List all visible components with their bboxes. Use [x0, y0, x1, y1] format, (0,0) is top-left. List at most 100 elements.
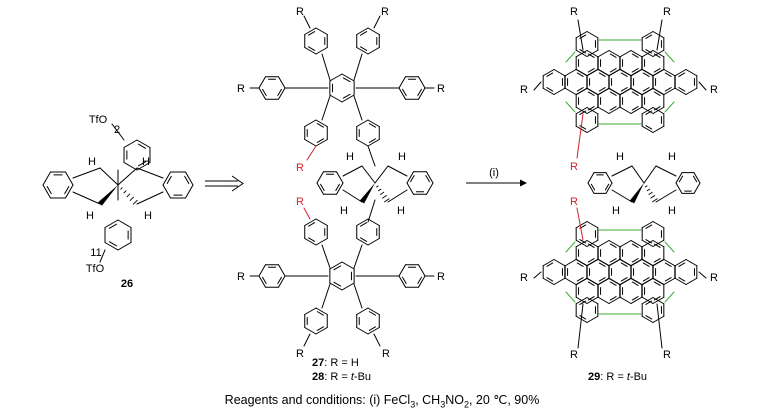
- bond: [604, 183, 610, 191]
- bond: [353, 283, 363, 309]
- bond: [586, 297, 599, 305]
- bond: [564, 277, 577, 285]
- locant-11-label: 11: [90, 247, 101, 259]
- bond: [586, 107, 599, 115]
- bond: [608, 50, 621, 58]
- bond: [341, 282, 355, 291]
- bond: [368, 123, 376, 128]
- bond: [576, 113, 584, 159]
- bond: [360, 31, 368, 36]
- bond: [598, 72, 606, 77]
- bond: [162, 171, 171, 186]
- bond: [645, 49, 653, 54]
- wedge-bond: [98, 185, 118, 206]
- bond: [586, 68, 599, 76]
- bond: [674, 87, 687, 95]
- bond: [620, 262, 628, 267]
- bond: [642, 262, 650, 267]
- bond: [277, 88, 282, 96]
- bond: [417, 276, 422, 284]
- r-group-label-highlight: R: [296, 196, 304, 208]
- bond: [308, 222, 316, 227]
- bond: [579, 110, 587, 115]
- new-cc-bond: [565, 51, 576, 63]
- peripheral-ring: [575, 221, 599, 247]
- peripheral-ring: [575, 107, 599, 133]
- bond: [645, 34, 653, 39]
- compound-26-label: 26: [121, 278, 133, 290]
- bond: [136, 167, 164, 179]
- bond: [329, 261, 343, 270]
- bond: [597, 240, 610, 248]
- bond: [619, 106, 632, 114]
- bond: [579, 300, 587, 305]
- bond: [542, 277, 555, 285]
- bond: [426, 182, 434, 195]
- reaction-arrow: (i): [466, 167, 527, 187]
- r-group-label: R: [237, 83, 245, 95]
- aryl-ring: [258, 76, 286, 100]
- aryl-ring: [356, 119, 380, 147]
- bond: [360, 222, 368, 227]
- hydrogen-label: H: [616, 151, 624, 163]
- bond: [630, 258, 643, 266]
- bond: [652, 69, 665, 77]
- bond: [316, 138, 324, 143]
- bond: [586, 88, 599, 96]
- tfo-top-label: TfO: [89, 114, 108, 126]
- bond: [630, 88, 643, 96]
- hash-stroke: [378, 188, 382, 192]
- r-group-label: R: [520, 84, 528, 96]
- bond: [553, 87, 566, 95]
- hash-stroke: [650, 195, 656, 199]
- bond: [692, 175, 698, 183]
- fused-ring: [619, 278, 643, 304]
- bond: [653, 281, 661, 286]
- peripheral-ring: [641, 221, 665, 247]
- bond: [373, 15, 381, 29]
- bond: [685, 259, 698, 267]
- bond: [418, 76, 426, 89]
- bond: [619, 50, 632, 58]
- r-group-label: R: [437, 83, 445, 95]
- bond: [406, 182, 414, 195]
- hydrogen-label: H: [88, 156, 96, 168]
- bond: [652, 259, 665, 267]
- aryl-ring: [258, 264, 286, 288]
- bond: [42, 184, 51, 199]
- bond: [185, 171, 194, 186]
- hashed-bond: [120, 187, 138, 205]
- bond: [579, 125, 587, 130]
- bond: [303, 15, 311, 29]
- bond: [406, 171, 414, 184]
- bond: [652, 31, 665, 39]
- bond: [678, 277, 686, 282]
- bond: [367, 119, 380, 127]
- bond: [277, 276, 282, 284]
- bond: [64, 186, 70, 195]
- bond: [316, 182, 324, 195]
- r-group-label: R: [437, 271, 445, 283]
- bond: [608, 296, 621, 304]
- bond: [576, 207, 584, 241]
- reaction-step-label: (i): [489, 167, 499, 179]
- compound-28-label: 28: R = t-Bu: [312, 371, 371, 383]
- bond: [575, 49, 588, 57]
- bond: [586, 49, 599, 57]
- bond: [368, 326, 376, 331]
- bond: [341, 73, 355, 82]
- bond: [335, 183, 340, 191]
- hydrogen-label: H: [668, 151, 676, 163]
- bond: [104, 219, 119, 228]
- bond: [641, 315, 654, 323]
- bond: [664, 277, 672, 282]
- hash-stroke: [132, 199, 138, 205]
- hydrogen-label: H: [340, 205, 348, 217]
- bond: [656, 19, 663, 51]
- bond: [546, 87, 554, 92]
- bond: [608, 240, 621, 248]
- bond: [655, 165, 677, 177]
- bond: [72, 191, 101, 205]
- bond: [575, 125, 588, 133]
